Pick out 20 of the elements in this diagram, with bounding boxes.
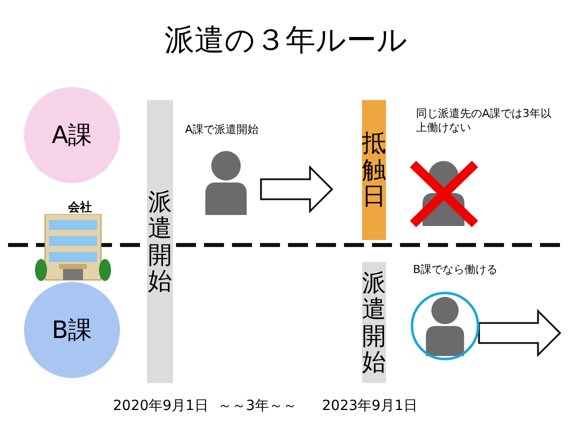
block-arrow <box>478 308 562 358</box>
building-caption: 会社 <box>68 199 92 216</box>
vertical-label: 抵触日 <box>362 130 386 210</box>
section-label: A課 <box>52 120 92 151</box>
title: 派遣の３年ルール <box>164 22 408 60</box>
caption-text: 同じ派遣先のA課では3年以上働けない <box>416 107 553 136</box>
vertical-label: 派遣開始 <box>148 188 172 294</box>
person-icon <box>420 160 467 226</box>
date-text: 2023年9月1日 <box>322 397 418 416</box>
block-arrow <box>260 165 334 214</box>
person-icon <box>423 296 467 356</box>
timeline-bar <box>362 100 386 240</box>
vertical-label: 派遣開始 <box>362 270 386 376</box>
caption-text: A課で派遣開始 <box>185 123 260 138</box>
caption-text: B課でなら働ける <box>413 263 499 278</box>
timeline-bar <box>147 100 173 383</box>
section-label: B課 <box>52 315 92 346</box>
person-icon <box>203 150 249 215</box>
date-text: 2020年9月1日 <box>113 397 208 416</box>
duration-text: ～～3年～～ <box>218 397 297 416</box>
